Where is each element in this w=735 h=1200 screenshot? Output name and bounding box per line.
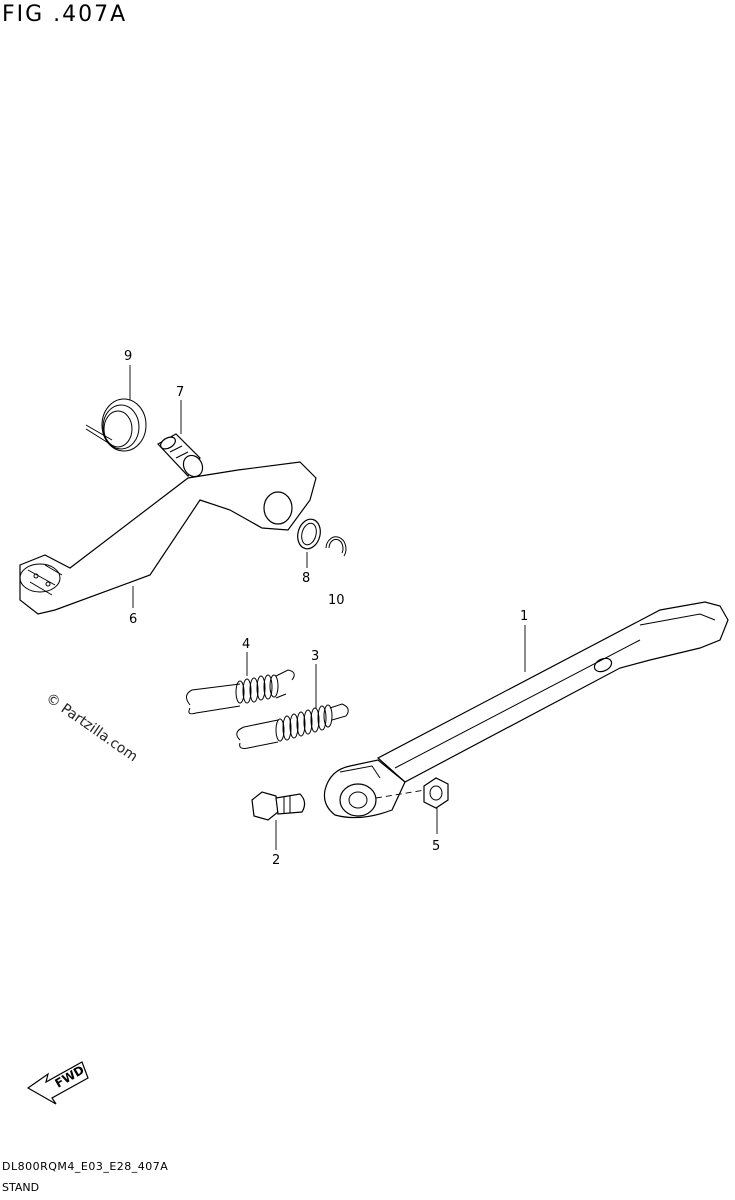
callout-5[interactable]: 5 <box>432 839 440 854</box>
part-4-spring[interactable] <box>186 669 295 715</box>
part-7-pivot-bolt[interactable] <box>157 433 206 480</box>
fwd-arrow-icon: FWD <box>26 1061 89 1105</box>
callout-10[interactable]: 10 <box>328 593 345 608</box>
callout-6[interactable]: 6 <box>129 612 137 627</box>
callout-2[interactable]: 2 <box>272 853 280 868</box>
diagram-name: STAND <box>2 1181 40 1194</box>
callout-4[interactable]: 4 <box>242 637 250 652</box>
figure-title: FIG .407A <box>2 2 128 27</box>
part-6-brake-pedal[interactable] <box>19 461 317 615</box>
diagram-code: DL800RQM4_E03_E28_407A <box>2 1160 169 1173</box>
part-5-nut[interactable] <box>423 777 449 809</box>
watermark: © Partzilla.com <box>43 690 141 765</box>
part-8-washer[interactable] <box>294 517 323 552</box>
part-9-spring[interactable] <box>85 398 147 452</box>
assembly-line-5 <box>375 789 426 799</box>
part-10-circlip[interactable] <box>325 536 347 557</box>
callout-3[interactable]: 3 <box>311 649 319 664</box>
part-3-spring[interactable] <box>236 703 349 749</box>
part-1-side-stand[interactable] <box>323 601 729 819</box>
callout-7[interactable]: 7 <box>176 385 184 400</box>
part-2-bolt[interactable] <box>251 791 306 821</box>
callout-9[interactable]: 9 <box>124 349 132 364</box>
callout-8[interactable]: 8 <box>302 571 310 586</box>
callout-1[interactable]: 1 <box>520 609 528 624</box>
